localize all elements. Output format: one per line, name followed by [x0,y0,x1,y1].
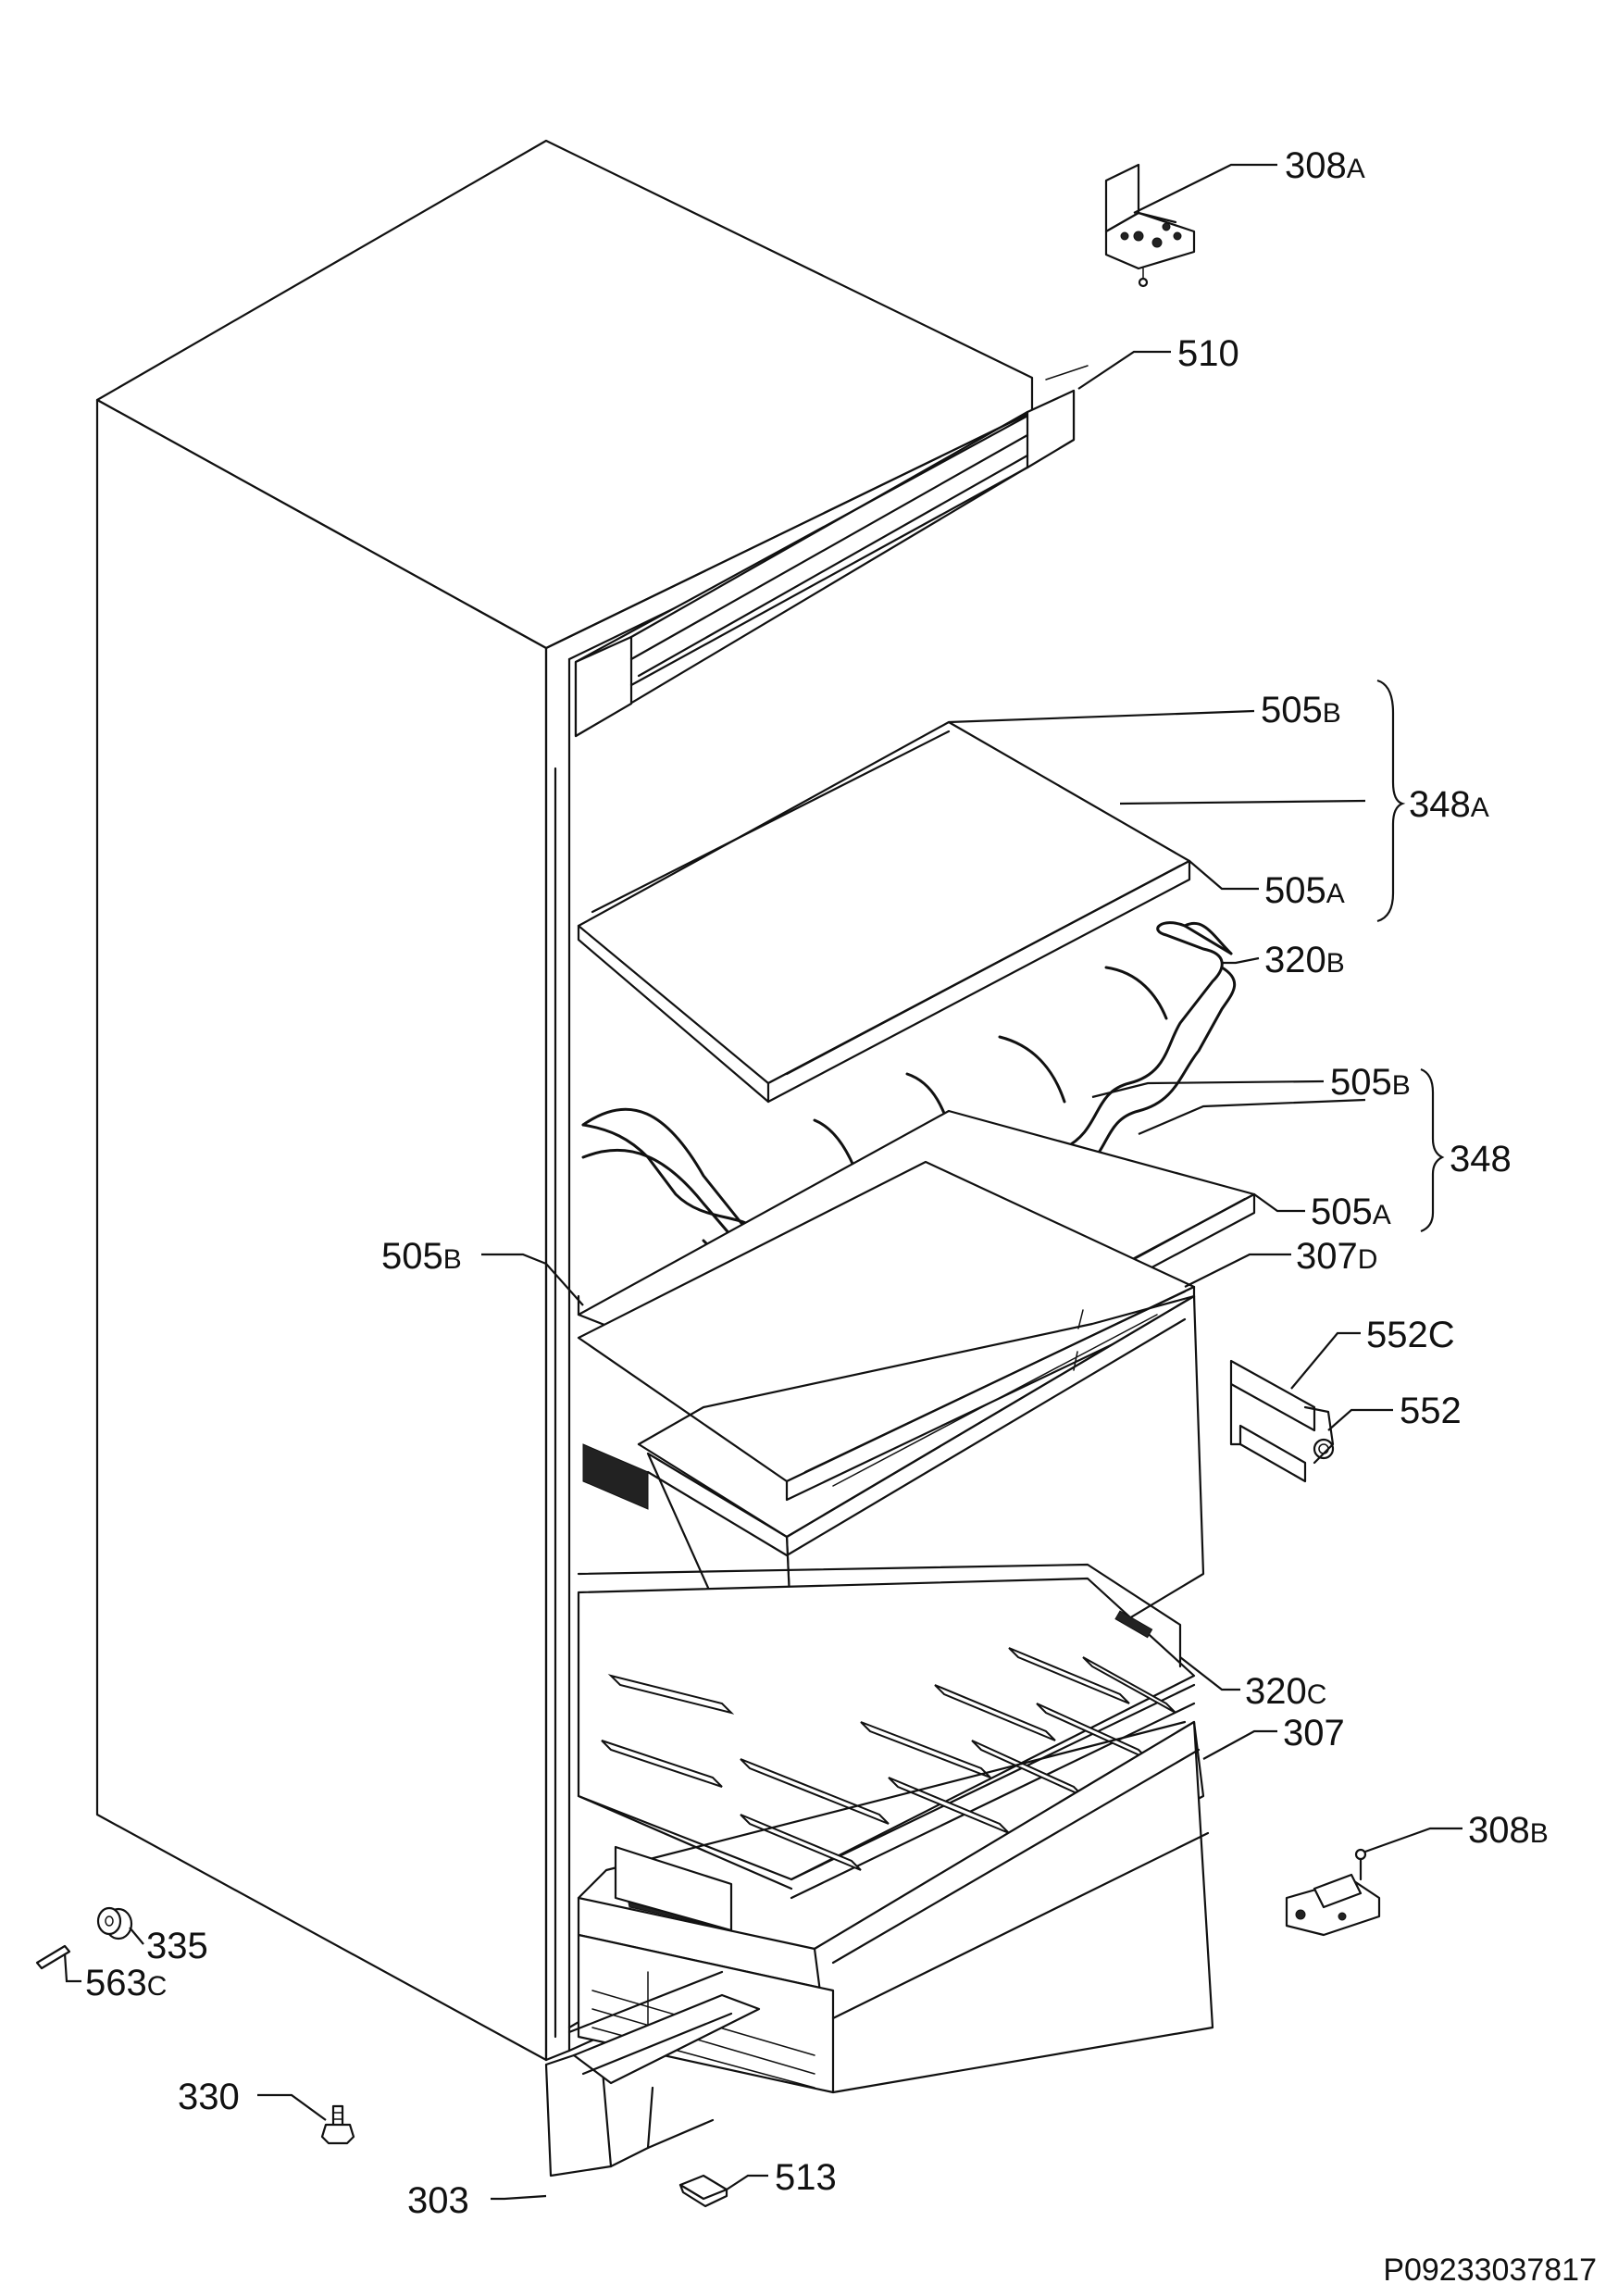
part-552-slide-rail [1229,1359,1335,1483]
callout-labels: 308A 510 505B 348A 505A 320B 505B 348 50… [85,145,1549,2221]
callout-308a: 308A [1285,145,1365,186]
callout-348a: 348A [1409,784,1489,825]
callout-335: 335 [146,1926,208,1966]
callout-308b: 308B [1468,1810,1549,1851]
callout-505b-mid: 505B [1330,1062,1411,1103]
callout-505a-mid: 505A [1311,1192,1391,1232]
callout-320c: 320C [1245,1671,1326,1712]
reference-code: P09233037817 [1383,2252,1597,2288]
callout-303: 303 [407,2180,469,2221]
part-330-adjustable-foot [320,2104,355,2145]
cabinet-body [95,139,1034,2062]
callout-552c: 552C [1366,1315,1455,1355]
part-308a-hinge [1104,163,1196,288]
part-348a-upper-shelf [577,720,1191,1104]
callout-330: 330 [178,2077,240,2117]
callout-348: 348 [1450,1139,1512,1179]
callout-307d: 307D [1296,1236,1377,1277]
callout-505b-top: 505B [1261,690,1341,730]
callout-505a-top: 505A [1264,870,1345,911]
callout-552: 552 [1400,1391,1462,1431]
part-320c-grid-shelf [577,1563,1196,1900]
callout-307: 307 [1283,1713,1345,1753]
callout-505b-left: 505B [381,1236,462,1277]
braces [1376,679,1445,1233]
callout-320b: 320B [1264,940,1345,980]
callout-563c: 563C [85,1963,167,2003]
callout-513: 513 [775,2157,837,2198]
part-308b-hinge [1285,1848,1381,1937]
part-513-clip [678,2174,728,2208]
leader-lines [63,163,1462,2201]
part-510-top-trim [574,365,1089,738]
part-335-spacer [96,1906,133,1940]
callout-510: 510 [1177,333,1239,374]
part-303-kick-plate [544,1970,761,2177]
part-563c-pin [35,1944,71,1970]
